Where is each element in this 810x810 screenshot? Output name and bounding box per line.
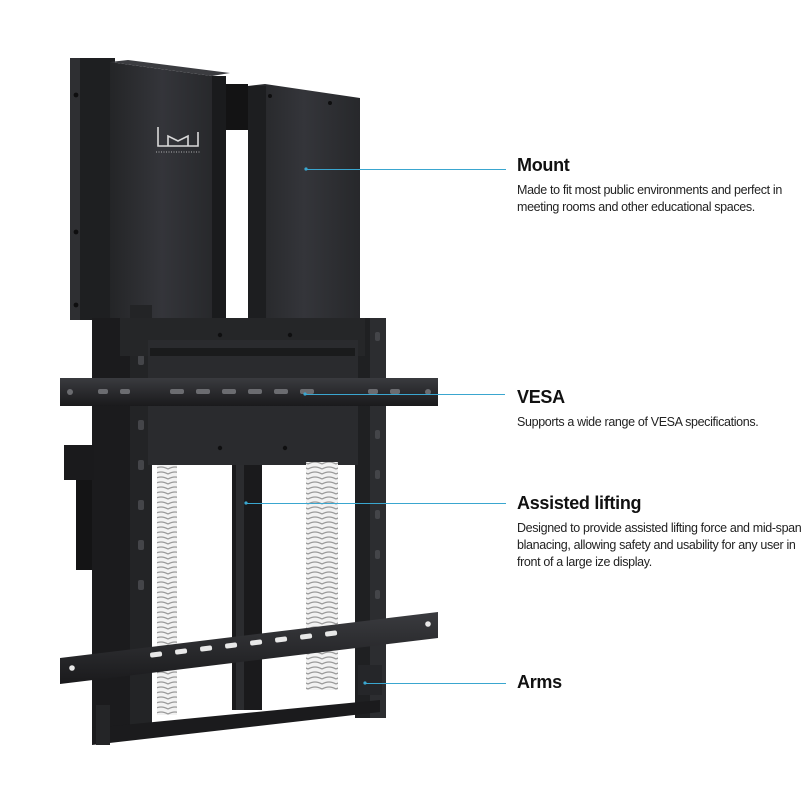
lifting-leader-line <box>246 503 506 504</box>
callout-description: Designed to provide assisted lifting for… <box>517 521 802 569</box>
callout-arms: Arms <box>517 671 802 699</box>
callout-title: Assisted lifting <box>517 493 642 513</box>
brand-logo-icon <box>156 127 200 153</box>
vesa-bar-upper <box>60 378 438 406</box>
arms-leader-line <box>365 683 506 684</box>
vesa-leader-line <box>305 394 505 395</box>
callout-description: Supports a wide range of VESA specificat… <box>517 415 759 429</box>
bottom-frame <box>92 665 382 745</box>
callout-vesa: VESA Supports a wide range of VESA speci… <box>517 386 802 431</box>
mount-housing <box>70 58 360 330</box>
callout-description: Made to fit most public environments and… <box>517 183 782 214</box>
assisted-lifting-springs <box>157 462 338 715</box>
callout-assisted-lifting: Assisted lifting Designed to provide ass… <box>517 492 802 571</box>
vesa-bar-lower <box>60 612 438 684</box>
callout-title: Mount <box>517 155 570 175</box>
callout-mount: Mount Made to fit most public environmen… <box>517 154 802 216</box>
mount-leader-line <box>306 169 506 170</box>
callout-title: Arms <box>517 672 562 692</box>
callout-title: VESA <box>517 387 565 407</box>
